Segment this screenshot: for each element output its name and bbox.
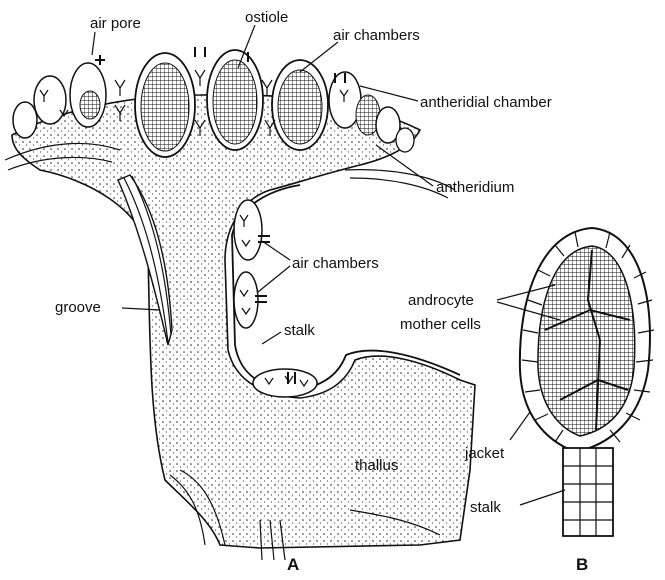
label-androcyte: androcyte	[408, 292, 474, 309]
label-air-chambers-mid: air chambers	[292, 255, 379, 272]
label-air-pore: air pore	[90, 15, 141, 32]
label-air-chambers-top: air chambers	[333, 27, 420, 44]
stalk-notch	[232, 185, 460, 390]
label-mother-cells: mother cells	[400, 316, 481, 333]
leader-air-pore	[92, 32, 95, 55]
label-groove: groove	[55, 299, 101, 316]
leader-jacket	[510, 412, 530, 440]
mid-air-chambers	[234, 200, 317, 397]
label-ostiole: ostiole	[245, 9, 288, 26]
label-jacket: jacket	[464, 445, 505, 462]
stalk-cells	[563, 448, 613, 536]
panel-a-letter: A	[287, 555, 299, 574]
label-stalk-a: stalk	[284, 322, 315, 339]
label-antheridial-chamber: antheridial chamber	[420, 94, 552, 111]
label-stalk-b: stalk	[470, 499, 501, 516]
panel-b-letter: B	[576, 555, 588, 574]
label-thallus: thallus	[355, 457, 398, 474]
leader-air-chambers-mid-1	[262, 241, 290, 260]
leader-stalk-a	[262, 332, 281, 344]
label-antheridium: antheridium	[436, 179, 514, 196]
leader-air-chambers-top	[300, 42, 338, 72]
leader-stalk-b	[520, 490, 565, 505]
leader-air-chambers-mid-2	[258, 266, 290, 292]
